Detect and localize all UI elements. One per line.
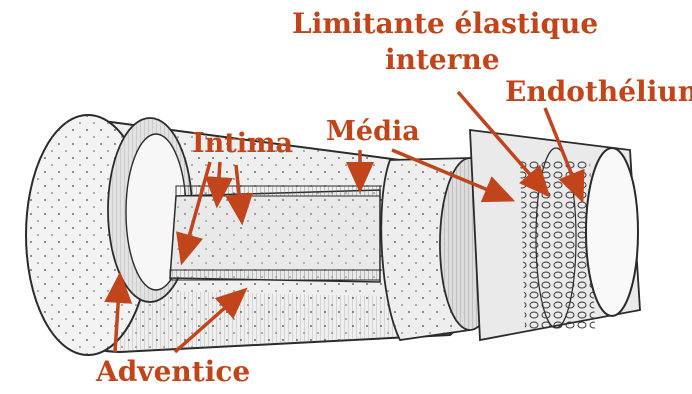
label-adventice: Adventice	[96, 358, 250, 386]
media-intima-layer	[170, 186, 380, 282]
endothelium-tube	[470, 130, 640, 340]
label-intima: Intima	[192, 130, 293, 157]
label-limitante-line2: interne	[385, 46, 500, 74]
label-limitante-line1: Limitante élastique	[292, 10, 598, 38]
label-endothelium: Endothélium	[505, 78, 692, 106]
label-media: Média	[326, 118, 420, 145]
